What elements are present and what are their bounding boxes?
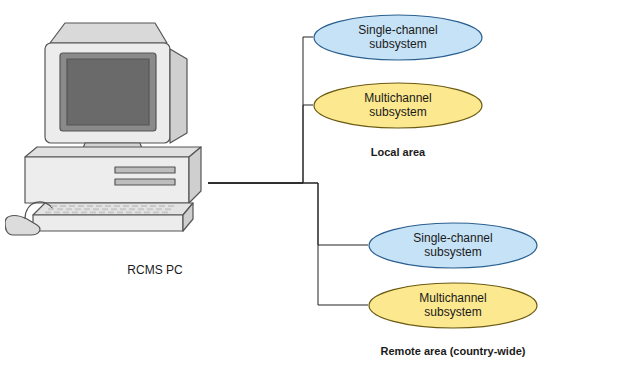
area-label: Local area <box>371 146 425 158</box>
network-line <box>208 183 368 245</box>
subsystem-label: Multichannel subsystem <box>398 291 508 319</box>
computer-node: RCMS PC <box>5 15 208 285</box>
subsystem-label: Multichannel subsystem <box>343 91 453 119</box>
subsystem-ellipse: Multichannel subsystem <box>368 282 538 329</box>
subsystem-ellipse: Multichannel subsystem <box>313 82 483 129</box>
network-line <box>208 37 313 183</box>
subsystem-label: Single-channel subsystem <box>343 23 453 51</box>
subsystem-ellipse: Single-channel subsystem <box>368 222 538 269</box>
computer-illustration <box>5 15 208 285</box>
network-line <box>208 183 368 305</box>
subsystem-label: Single-channel subsystem <box>398 231 508 259</box>
network-line <box>208 105 313 183</box>
subsystem-ellipse: Single-channel subsystem <box>313 14 483 61</box>
area-label: Remote area (country-wide) <box>381 345 526 357</box>
computer-label: RCMS PC <box>100 263 210 277</box>
